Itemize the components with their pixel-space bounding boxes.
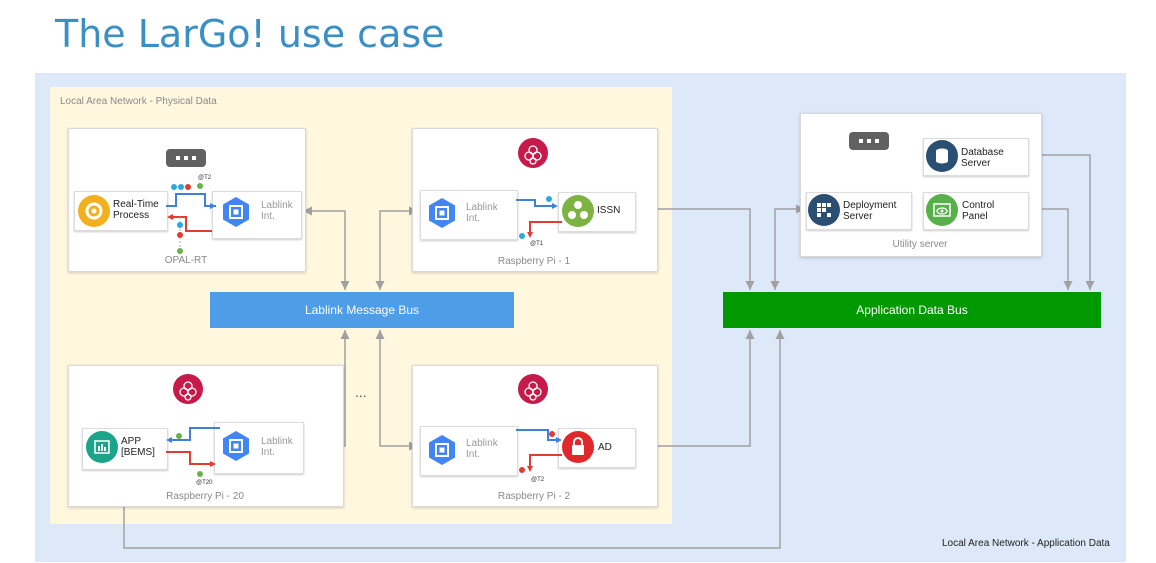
deployment-server-label: Deployment Server xyxy=(843,200,897,222)
dots-icon xyxy=(849,132,889,150)
chip-icon xyxy=(223,197,249,227)
triangle-knot-icon xyxy=(562,195,594,227)
issn-label: ISSN xyxy=(597,205,621,216)
page-title: The LarGo! use case xyxy=(55,12,445,56)
more-nodes-ellipsis: ... xyxy=(355,384,367,400)
rpi2-timestamp: @T2 xyxy=(531,477,545,483)
lan-physical-label: Local Area Network - Physical Data xyxy=(60,96,217,107)
eye-icon xyxy=(926,194,958,226)
lablink-message-bus[interactable]: Lablink Message Bus xyxy=(210,292,514,328)
raspberry-icon xyxy=(518,374,548,404)
opal-rt-caption: OPAL-RT xyxy=(164,255,208,266)
opal-lablink-label: Lablink Int. xyxy=(261,200,293,222)
chip-icon xyxy=(429,198,455,228)
chip-icon xyxy=(429,435,455,465)
opal-timestamp: @T2 xyxy=(198,175,212,181)
rpi20-lablink-label: Lablink Int. xyxy=(261,436,293,458)
real-time-process-label: Real-Time Process xyxy=(113,199,159,221)
chart-icon xyxy=(86,431,118,463)
lan-application-label: Local Area Network - Application Data xyxy=(942,538,1110,549)
application-data-bus[interactable]: Application Data Bus xyxy=(723,292,1101,328)
utility-server-card[interactable] xyxy=(800,113,1042,257)
ad-label: AD xyxy=(598,442,612,453)
rpi1-lablink-label: Lablink Int. xyxy=(466,202,498,224)
utility-server-caption: Utility server xyxy=(892,239,948,250)
app-bems-label: APP [BEMS] xyxy=(121,436,155,458)
control-panel-label: Control Panel xyxy=(962,200,995,222)
rpi1-timestamp: @T1 xyxy=(530,241,544,247)
raspberry-icon xyxy=(518,138,548,168)
rpi20-caption: Raspberry Pi - 20 xyxy=(166,491,244,502)
database-icon xyxy=(926,140,958,172)
rpi20-timestamp: @T20 xyxy=(196,480,213,486)
chip-icon xyxy=(223,431,249,461)
deployment-icon xyxy=(808,194,840,226)
dots-icon xyxy=(166,149,206,167)
raspberry-icon xyxy=(173,374,203,404)
lock-icon xyxy=(562,431,594,463)
rpi2-caption: Raspberry Pi - 2 xyxy=(497,491,571,502)
rpi1-caption: Raspberry Pi - 1 xyxy=(497,256,571,267)
database-server-label: Database Server xyxy=(961,147,1004,169)
rpi2-lablink-label: Lablink Int. xyxy=(466,438,498,460)
gear-icon xyxy=(78,195,110,227)
